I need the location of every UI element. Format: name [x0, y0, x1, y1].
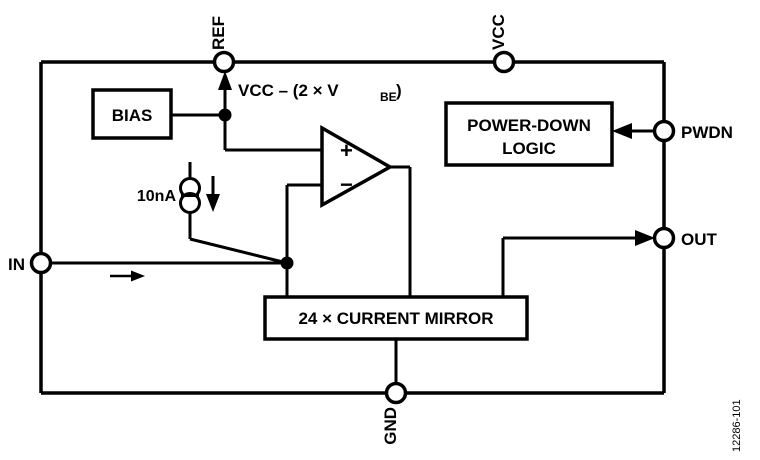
current-source-10na-icon [179, 177, 201, 214]
current-source-value-label: 10nA [137, 188, 177, 205]
ref-voltage-expression-main: VCC – (2 × V [238, 81, 339, 100]
pin-out[interactable] [652, 226, 676, 250]
power-down-logic-label-line1: POWER-DOWN [467, 116, 591, 135]
figure-id-label: 12286-101 [731, 399, 743, 452]
bias-block [91, 88, 173, 140]
pin-in[interactable] [29, 251, 53, 275]
wire-current-mirror-to-out [501, 230, 655, 297]
pin-label-in: IN [8, 255, 25, 274]
pin-pwdn[interactable] [652, 119, 676, 143]
power-down-logic-label-line2: LOGIC [502, 139, 556, 158]
pin-label-gnd: GND [381, 407, 400, 445]
opamp-minus-label: − [340, 172, 353, 197]
pin-label-pwdn: PWDN [681, 123, 733, 142]
wire-pwdn-to-logic [612, 123, 655, 139]
pin-gnd[interactable] [384, 381, 408, 405]
ref-voltage-expression-subscript: BE [380, 90, 397, 104]
wire-node-to-opamp-minus [285, 183, 322, 263]
ref-voltage-expression: VCC – (2 × V BE ) [238, 81, 402, 104]
pin-vcc[interactable] [492, 50, 516, 74]
wire-current-source-branch [188, 162, 288, 265]
current-mirror-block [263, 295, 529, 341]
power-down-logic-block [444, 101, 614, 167]
pin-ref[interactable] [212, 50, 236, 74]
junction-dot-ref-node [218, 108, 232, 122]
pin-label-out: OUT [681, 230, 718, 249]
in-current-flow-arrow-icon [110, 270, 145, 282]
pin-label-ref: REF [209, 16, 228, 50]
current-mirror-label: 24 × CURRENT MIRROR [298, 309, 493, 328]
opamp-plus-label: + [340, 138, 353, 163]
bias-block-label: BIAS [112, 106, 153, 125]
ref-voltage-expression-tail: ) [396, 81, 402, 100]
pin-label-vcc: VCC [489, 14, 508, 50]
operational-amplifier-symbol [320, 124, 412, 297]
current-direction-arrow-down-icon [206, 176, 220, 212]
